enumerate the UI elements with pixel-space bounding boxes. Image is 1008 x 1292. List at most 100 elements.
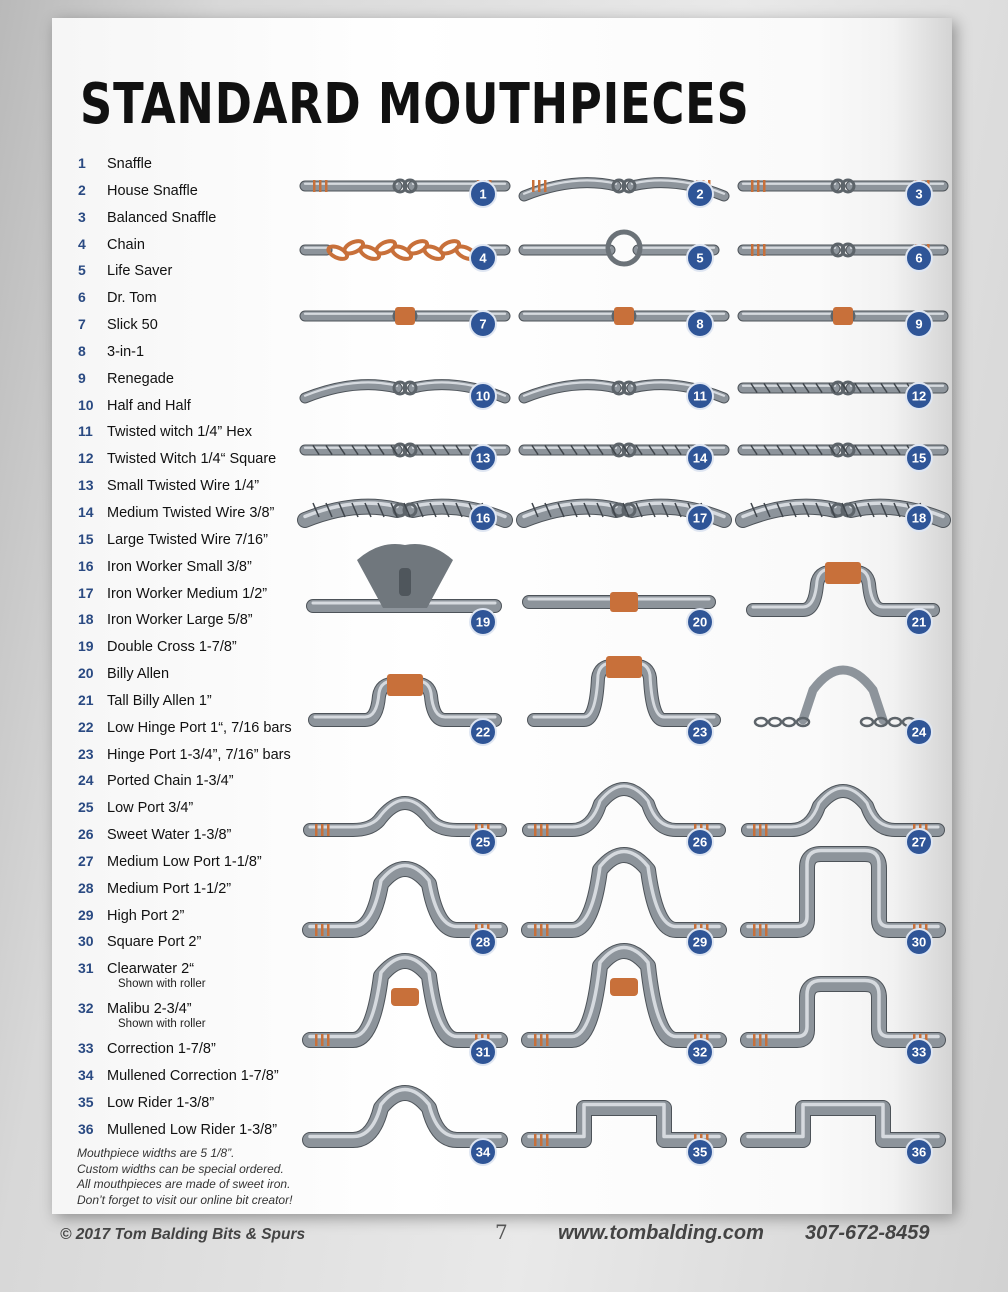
item-number: 27 [78,852,94,869]
item-text: Iron Worker Small 3/8” [107,559,252,576]
number-badge [686,382,714,410]
item-number: 11 [78,423,93,440]
mouthpiece-8-illustration: 8 [518,307,730,338]
item-number: 23 [78,745,94,762]
item-number: 17 [78,584,94,601]
mouthpiece-7-illustration: 7 [299,307,511,338]
number-badge [905,244,933,272]
item-name: Renegade [107,370,174,387]
item-text: House Snaffle [107,183,198,200]
item-name: Square Port 2” [107,934,202,951]
item-number: 24 [78,772,94,789]
number-badge [905,504,933,532]
item-text: Iron Worker Large 5/8” [107,612,253,629]
item-text: Medium Twisted Wire 3/8” [107,505,274,522]
mouthpiece-35-illustration: 35 [521,1100,727,1166]
number-badge [469,504,497,532]
number-badge [686,1138,714,1166]
item-name: Medium Port 1-1/2” [107,880,232,897]
mouthpiece-25-illustration: 25 [303,796,507,856]
item-text: Balanced Snaffle [107,210,216,227]
item-name: Low Rider 1-3/8” [107,1095,215,1111]
item-text: Iron Worker Medium 1/2” [107,586,267,603]
number-badge-label: 18 [912,511,926,526]
footnote-line: All mouthpieces are made of sweet iron. [77,1177,291,1191]
number-badge [686,244,714,272]
item-name: House Snaffle [107,182,198,199]
number-badge-label: 33 [912,1045,926,1060]
number-badge [686,444,714,472]
number-badge-label: 10 [476,389,490,404]
item-text: Ported Chain 1-3/4” [107,773,234,790]
number-badge [469,718,497,746]
number-badge [469,928,497,956]
mouthpiece-21-illustration: 21 [746,562,940,636]
mouthpiece-6-illustration: 6 [737,242,949,272]
item-text: Dr. Tom [107,290,157,307]
item-text: Correction 1-7/8” [107,1041,216,1058]
item-text: Renegade [107,371,174,388]
number-badge-label: 13 [476,451,490,466]
number-badge-label: 11 [693,389,707,404]
mouthpiece-4-illustration: 4 [299,239,511,272]
item-name: High Port 2” [107,907,185,924]
item-name: Low Hinge Port 1“, 7/16 bars [107,719,292,736]
item-number: 25 [78,799,94,816]
item-name: Iron Worker Medium 1/2” [107,585,268,602]
mouthpiece-23-illustration: 23 [527,656,721,746]
number-badge [469,382,497,410]
item-text: Sweet Water 1-3/8” [107,827,231,844]
item-text: Medium Port 1-1/2” [107,881,231,898]
item-text: Low Hinge Port 1“, 7/16 bars [107,720,292,737]
mouthpiece-31-illustration: 31 [302,953,508,1066]
number-badge [905,382,933,410]
mouthpiece-2-illustration: 2 [518,177,730,208]
number-badge-label: 24 [912,725,927,740]
mouthpiece-14-illustration: 14 [518,442,730,472]
number-badge-label: 4 [479,251,487,266]
item-text: High Port 2” [107,908,184,925]
item-number: 21 [78,691,94,708]
copyright: © 2017 Tom Balding Bits & Spurs [60,1226,306,1243]
mouthpiece-24-illustration: 24 [753,665,933,746]
mouthpiece-13-illustration: 13 [299,442,511,472]
number-badge-label: 1 [479,187,486,202]
item-text: Half and Half [107,398,191,415]
mouthpiece-28-illustration: 28 [302,861,508,956]
number-badge-label: 25 [476,835,490,850]
number-badge [905,310,933,338]
item-note: Shown with roller [118,1018,206,1031]
number-badge [686,504,714,532]
number-badge [686,928,714,956]
mouthpiece-17-illustration: 17 [516,498,732,532]
number-badge [905,608,933,636]
number-badge [469,828,497,856]
item-text: Hinge Port 1-3/4”, 7/16” bars [107,747,291,764]
number-badge-label: 8 [696,317,703,332]
mouthpiece-27-illustration: 27 [741,784,945,856]
mouthpiece-18-illustration: 18 [735,498,951,532]
mouthpiece-22-illustration: 22 [308,674,502,746]
mouthpiece-12-illustration: 12 [737,380,949,410]
mouthpiece-9-illustration: 9 [737,307,949,338]
item-name: Iron Worker Large 5/8” [107,612,253,629]
number-badge [905,1138,933,1166]
item-name: Life Saver [107,263,173,280]
number-badge-label: 29 [693,935,707,950]
website-link[interactable]: www.tombalding.com [558,1222,764,1244]
number-badge [686,1038,714,1066]
item-text: Small Twisted Wire 1/4” [107,478,259,495]
item-text: Life Saver [107,263,172,280]
